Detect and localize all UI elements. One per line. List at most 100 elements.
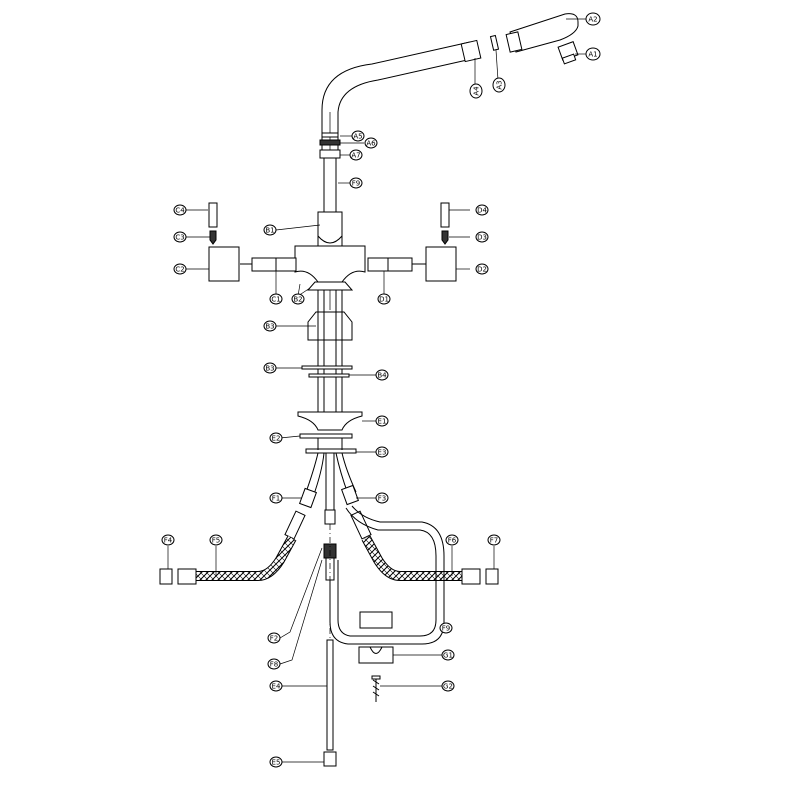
rod-nut-e5 [323, 751, 337, 767]
callout-c2: C2 [173, 263, 187, 275]
callout-d2: D2 [475, 263, 489, 275]
callout-c2-text: C2 [175, 266, 184, 274]
callout-g1: G1 [441, 649, 455, 661]
callout-g2-text: G2 [443, 683, 453, 691]
callout-d1-text: D1 [379, 296, 389, 304]
callout-f6: F6 [445, 534, 459, 546]
callout-f5-text: F5 [212, 537, 220, 545]
body-base-b2 [297, 281, 354, 297]
hose-connector-f1 [298, 487, 318, 509]
callout-c4: C4 [173, 204, 187, 216]
callout-d3: D3 [475, 231, 489, 243]
callout-a7: A7 [349, 149, 363, 161]
callout-f3: F3 [375, 492, 389, 504]
callout-f7: F7 [487, 534, 501, 546]
callout-f4-text: F4 [164, 537, 173, 545]
callout-g1-text: G1 [443, 652, 453, 660]
left-supply-hose-f5 [177, 510, 306, 585]
callout-c1-text: C1 [271, 296, 280, 304]
right-handle [367, 202, 457, 282]
callout-e4: E4 [269, 680, 283, 692]
callout-a6-text: A6 [366, 140, 376, 148]
callout-d1: D1 [377, 293, 391, 305]
hose-connector-f8 [323, 509, 337, 581]
callout-e4-text: E4 [272, 683, 281, 691]
callout-e3: E3 [375, 446, 389, 458]
callout-f3-text: F3 [378, 495, 386, 503]
callout-c3: C3 [173, 231, 187, 243]
spout-tube-f9 [323, 158, 337, 212]
threaded-rod-e4 [326, 639, 334, 751]
callout-b3-upper-text: B3 [265, 323, 274, 331]
weight-screw-g2 [371, 675, 381, 702]
hose-connector-f3 [340, 484, 360, 506]
callout-f8-text: F8 [270, 661, 278, 669]
callout-a1-text: A1 [588, 51, 597, 59]
callout-a6: A6 [364, 137, 378, 149]
callout-b1-text: B1 [265, 227, 274, 235]
callout-e1: E1 [375, 415, 389, 427]
callout-e5: E5 [269, 756, 283, 768]
callout-d3-text: D3 [477, 234, 487, 242]
callout-b2-text: B2 [293, 296, 302, 304]
callout-f9-top: F9 [349, 177, 363, 189]
callout-f1: F1 [269, 492, 283, 504]
callout-f2-text: F2 [270, 635, 278, 643]
spout-nut-a4 [460, 39, 482, 85]
right-supply-hose-f6 [350, 510, 481, 585]
callout-f9-top-text: F9 [352, 180, 360, 188]
callout-e2: E2 [269, 432, 283, 444]
callout-e2-text: E2 [272, 435, 281, 443]
faucet-body-b1 [294, 211, 366, 283]
callout-b2: B2 [291, 293, 305, 305]
callout-f2: F2 [267, 632, 281, 644]
callout-b3-lower-text: B3 [265, 365, 274, 373]
callout-b3-upper: B3 [263, 320, 277, 332]
gasket-b3-b4 [301, 365, 353, 378]
callout-e3-text: E3 [378, 449, 387, 457]
inner-pipes [317, 290, 343, 420]
callout-d2-text: D2 [477, 266, 487, 274]
callout-a7-text: A7 [351, 152, 360, 160]
spray-head-a2 [505, 13, 579, 53]
callout-d4-text: D4 [477, 207, 487, 215]
callout-c4-text: C4 [175, 207, 185, 215]
callout-b3-lower: B3 [263, 362, 277, 374]
left-handle [208, 202, 297, 282]
callout-c1: C1 [269, 293, 283, 305]
nut-e3 [305, 448, 357, 454]
callout-d4: D4 [475, 204, 489, 216]
callout-a4: A4 [469, 83, 483, 99]
pullout-hose-f9 [329, 505, 445, 645]
callout-e1-text: E1 [378, 418, 387, 426]
callout-c3-text: C3 [175, 234, 184, 242]
callout-b4-text: B4 [377, 372, 387, 380]
callout-b1: B1 [263, 224, 277, 236]
callout-a5: A5 [351, 130, 365, 142]
callout-f6-text: F6 [448, 537, 457, 545]
callout-b4: B4 [375, 369, 389, 381]
callout-f1-text: F1 [272, 495, 280, 503]
callout-f8: F8 [267, 658, 281, 670]
callout-f9-bottom-text: F9 [442, 625, 450, 633]
callout-g2: G2 [441, 680, 455, 692]
hose-weight [358, 611, 394, 664]
callout-a2-text: A2 [588, 16, 597, 24]
callout-e5-text: E5 [272, 759, 281, 767]
washer-e2 [299, 433, 353, 439]
callout-f5: F5 [209, 534, 223, 546]
callout-a5-text: A5 [353, 133, 362, 141]
base-shroud-b3 [307, 311, 353, 341]
callout-f4: F4 [161, 534, 175, 546]
left-nut-f4 [159, 568, 173, 585]
callout-a3: A3 [492, 77, 506, 93]
spout-rings-a5-a7 [319, 132, 341, 159]
callout-f7-text: F7 [490, 537, 498, 545]
spout [321, 41, 477, 150]
aerator-a1 [557, 41, 579, 65]
callout-a4-text: A4 [473, 86, 481, 96]
callout-labels: A2 A1 A4 A3 A5 A6 A7 F9 B1 B2 B3 B3 B4 C… [161, 12, 601, 768]
right-nut-f7 [485, 568, 499, 585]
mounting-plate-e1 [297, 411, 363, 431]
